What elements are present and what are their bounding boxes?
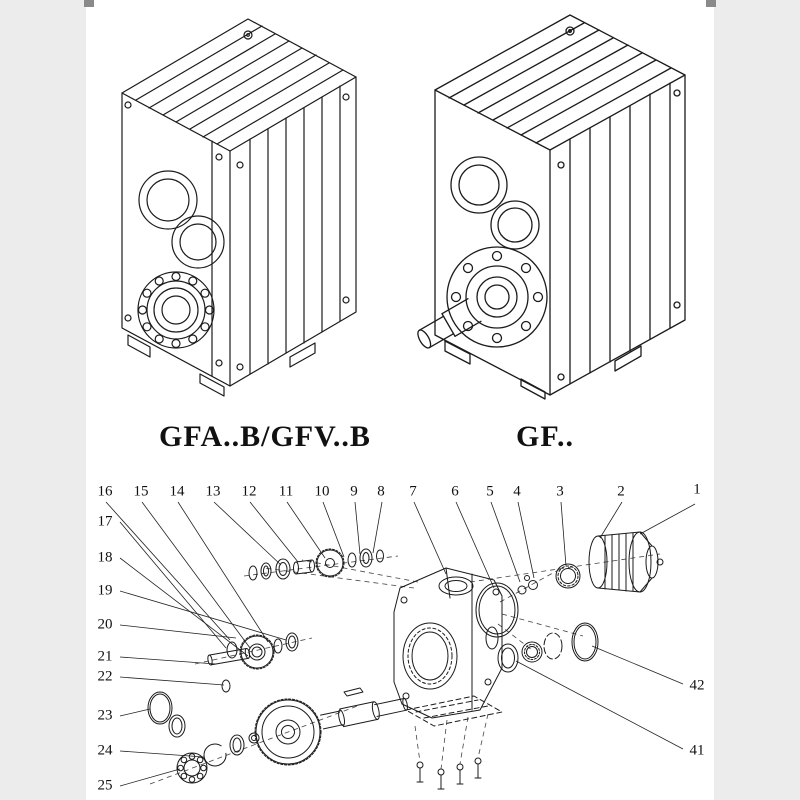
input-shaft-parts	[248, 548, 384, 581]
part-number-13: 13	[205, 483, 221, 500]
part-number-2: 2	[617, 483, 625, 500]
exploded-parts-diagram	[105, 501, 696, 790]
part-number-41: 41	[689, 742, 705, 759]
part-number-10: 10	[314, 483, 330, 500]
part-number-11: 11	[278, 483, 294, 500]
gearbox-drawing-gf	[417, 14, 686, 400]
part-number-14: 14	[169, 483, 185, 500]
leader-lines	[105, 501, 696, 787]
part-number-18: 18	[97, 549, 113, 566]
part-number-42: 42	[689, 677, 705, 694]
part-number-15: 15	[133, 483, 149, 500]
intermediate-gear-parts	[207, 632, 299, 693]
part-number-4: 4	[513, 483, 521, 500]
part-number-19: 19	[97, 582, 113, 599]
part-number-17: 17	[97, 513, 113, 530]
part-number-20: 20	[97, 616, 113, 633]
part-number-7: 7	[409, 483, 417, 500]
gearbox-drawing-gfab	[121, 18, 357, 397]
right-edge-band	[714, 0, 800, 800]
part-number-16: 16	[97, 483, 113, 500]
motor-adapter	[588, 531, 664, 593]
output-shaft-parts	[147, 687, 408, 784]
part-number-22: 22	[97, 668, 113, 685]
part-number-23: 23	[97, 707, 113, 724]
part-number-25: 25	[97, 777, 113, 794]
scan-mark-right	[706, 0, 716, 7]
part-number-24: 24	[97, 742, 113, 759]
part-number-5: 5	[486, 483, 494, 500]
part-number-8: 8	[377, 483, 385, 500]
model-label-gfab: GFA..B/GFV..B	[159, 420, 371, 453]
model-label-gf: GF..	[516, 420, 574, 453]
part-number-12: 12	[241, 483, 257, 500]
part-number-6: 6	[451, 483, 459, 500]
part-number-9: 9	[350, 483, 358, 500]
part-number-3: 3	[556, 483, 564, 500]
part-number-1: 1	[693, 481, 701, 498]
part-number-21: 21	[97, 648, 113, 665]
cover-plate-and-bolts	[405, 695, 503, 790]
gear-housing	[393, 567, 503, 719]
output-side-parts	[475, 563, 599, 673]
left-edge-band	[0, 0, 86, 800]
scan-mark-left	[84, 0, 94, 7]
